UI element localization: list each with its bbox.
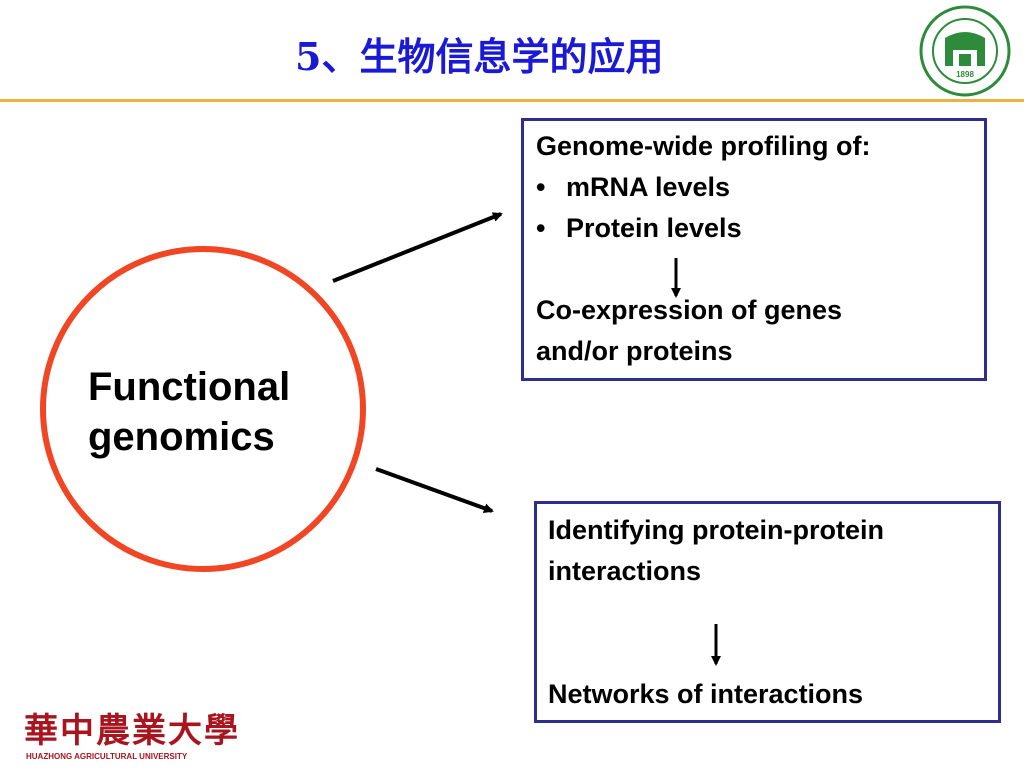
functional-genomics-circle: [40, 246, 366, 572]
arrow-to-profiling: [332, 212, 503, 283]
bullet-text: mRNA levels: [566, 172, 731, 202]
coexpression-line2: and/or proteins: [536, 336, 733, 366]
bullet-dot: •: [536, 213, 546, 243]
arrow-to-interactions: [375, 467, 494, 513]
slide-title: 5、生物信息学的应用: [295, 34, 664, 79]
profiling-heading: Genome-wide profiling of:: [536, 131, 871, 161]
center-label-line1: Functional: [88, 365, 291, 409]
coexpression-line1: Co-expression of genes: [536, 295, 843, 325]
footer-logo-chars: 華中農業大學: [24, 711, 240, 751]
profiling-bullet-protein: • Protein levels: [536, 208, 742, 249]
profiling-bullet-mrna: • mRNA levels: [536, 167, 730, 208]
seal-year: 1898: [956, 70, 974, 79]
footer-logo-subtitle: HUAZHONG AGRICULTURAL UNIVERSITY: [26, 752, 188, 761]
interactions-heading-line1: Identifying protein-protein: [548, 515, 884, 545]
interactions-heading-line2: interactions: [548, 556, 702, 586]
profiling-box: [521, 118, 987, 381]
networks-result: Networks of interactions: [548, 679, 864, 709]
bullet-text: Protein levels: [566, 213, 742, 243]
footer-university-logo: 華中農業大學 HUAZHONG AGRICULTURAL UNIVERSITY: [24, 712, 238, 764]
bullet-dot: •: [536, 172, 546, 202]
center-label-line2: genomics: [88, 415, 275, 459]
interactions-box: [534, 501, 1001, 723]
title-divider: [0, 99, 1024, 102]
university-seal-logo: 1898: [919, 5, 1011, 97]
center-label: Functional genomics: [88, 362, 290, 462]
